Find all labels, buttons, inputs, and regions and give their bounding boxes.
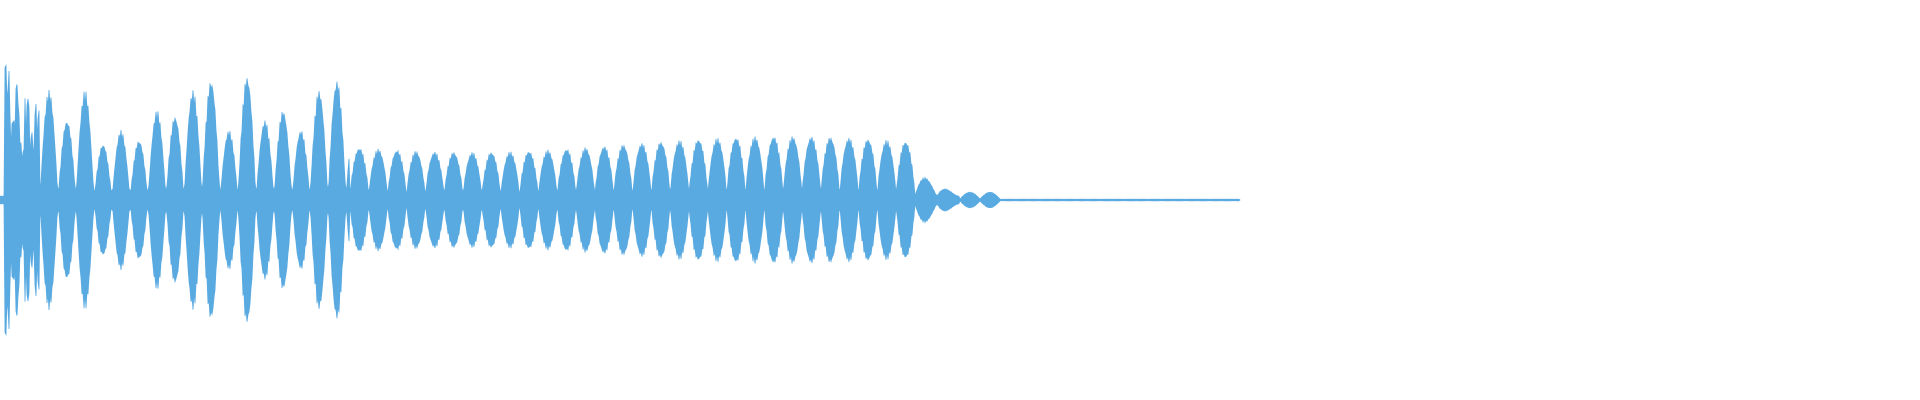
waveform-signal [0,64,1241,336]
